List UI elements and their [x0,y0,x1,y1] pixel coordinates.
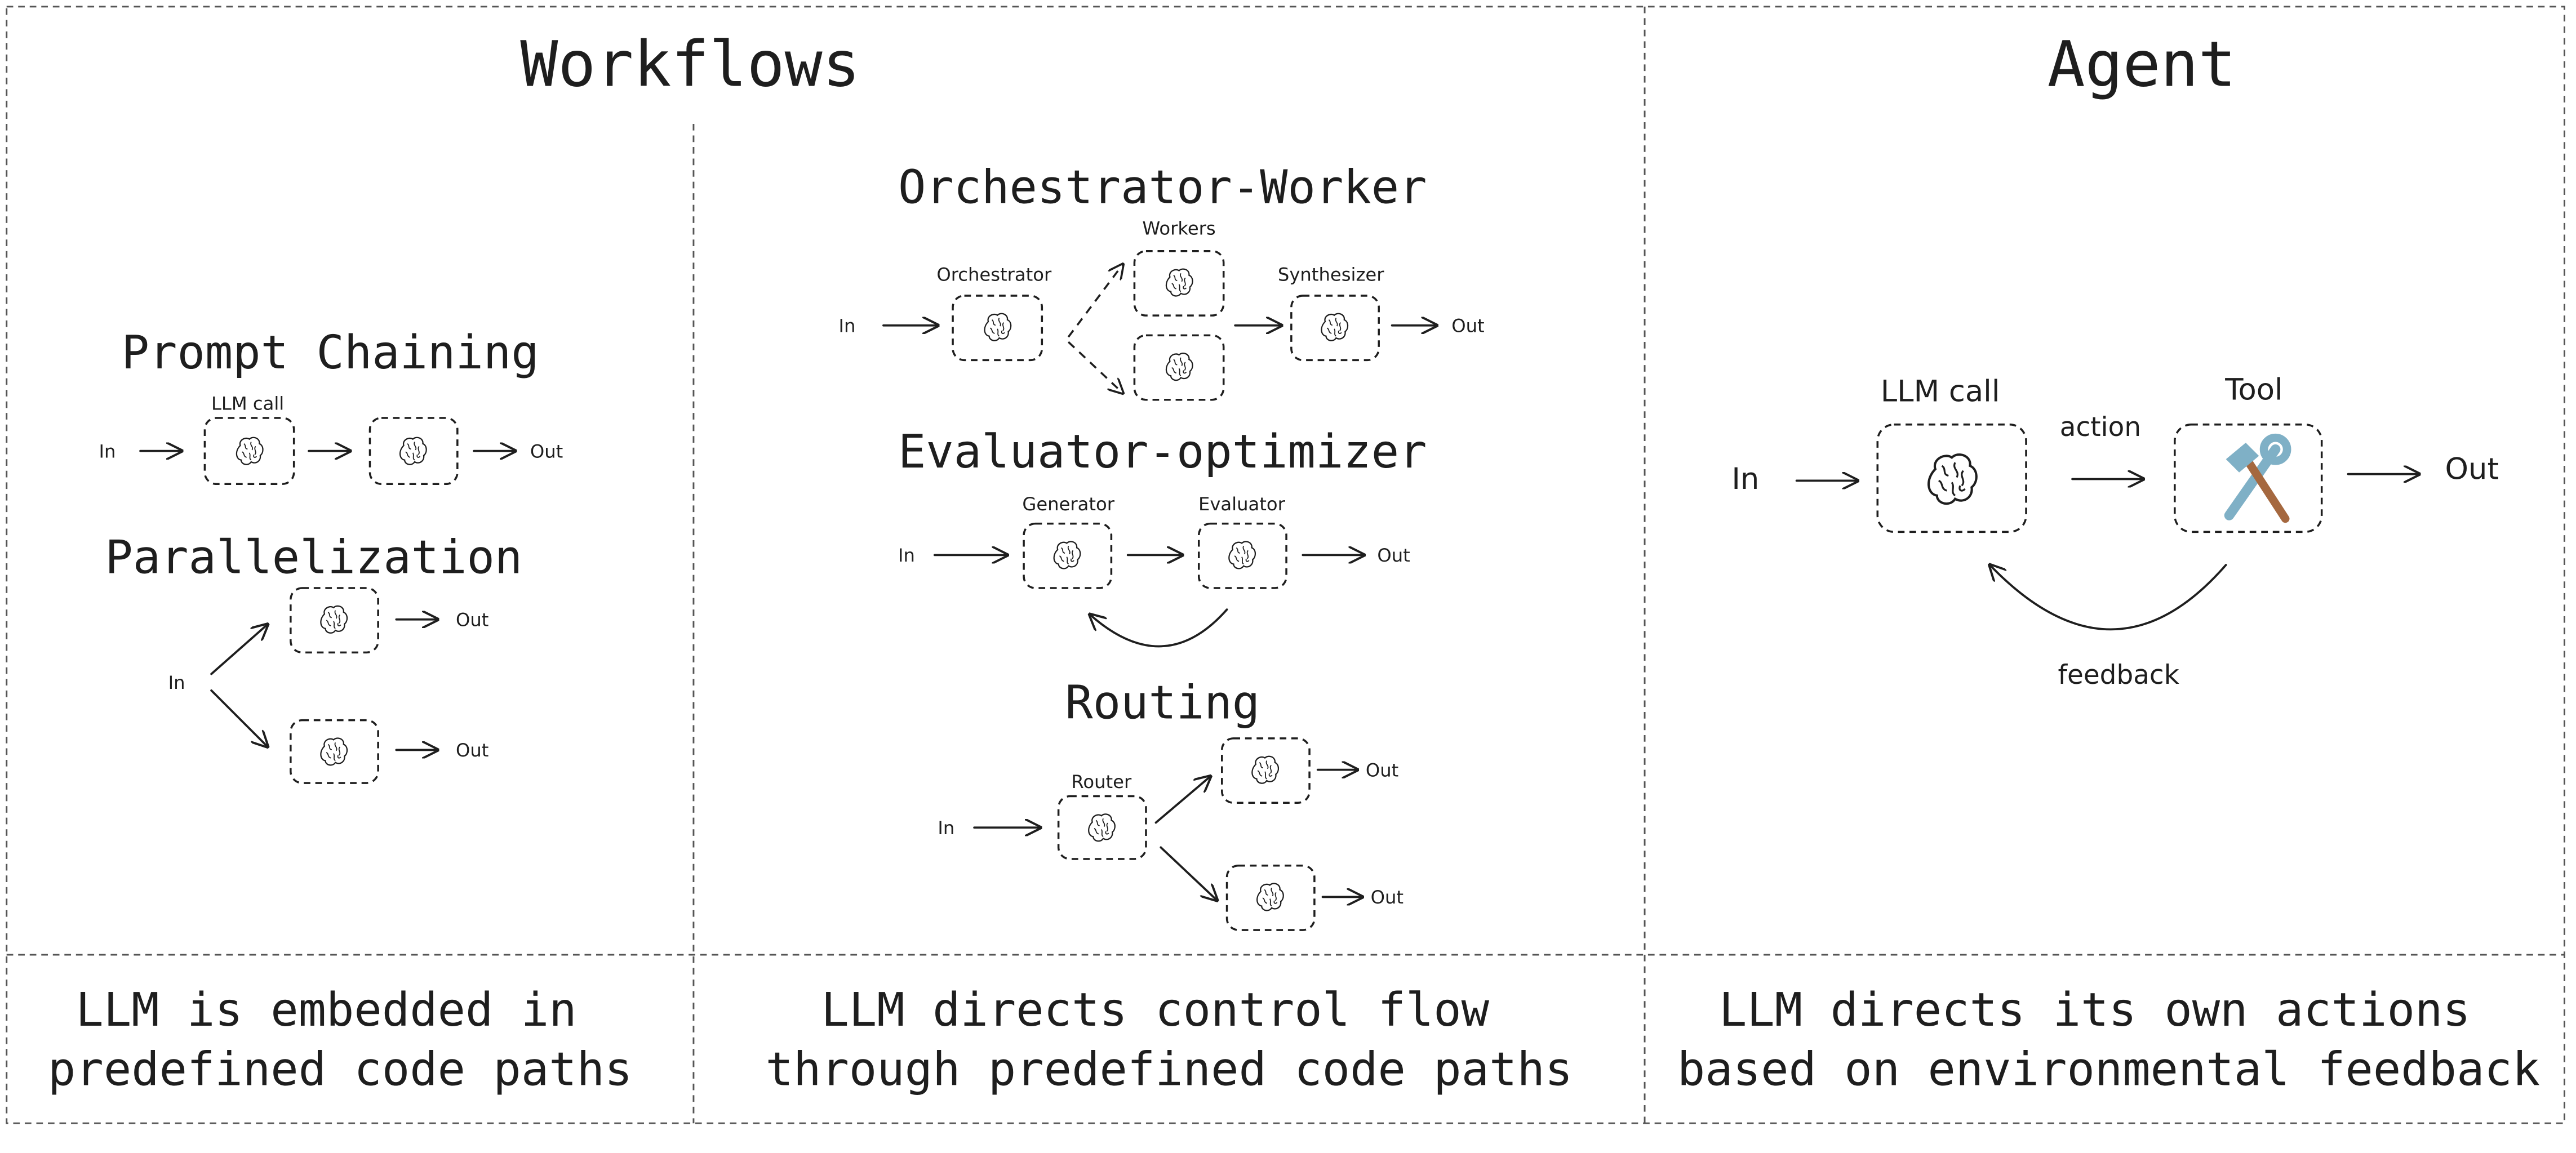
in-label: In [99,440,116,462]
out-label: Out [456,609,488,630]
arrow [210,625,268,675]
workers-label: Workers [1142,217,1215,239]
route-box [1221,737,1311,804]
caption-embedded: LLM is embedded in predefined code paths [48,983,632,1097]
llm-box [1876,423,2027,533]
synthesizer-label: Synthesizer [1278,264,1384,286]
outer-frame [6,6,2565,1124]
prompt-chaining-diagram: Prompt Chaining LLM call In Out [99,326,563,486]
feedback-arrow [1990,565,2227,631]
dashed-arrow [1067,264,1123,338]
caption-line: LLM directs control flow [821,983,1489,1037]
out-label: Out [530,440,563,462]
arrow [210,689,268,747]
brain-icon [1256,883,1284,911]
llm-call-label: LLM call [1881,375,2000,409]
tool-box [2174,423,2323,533]
brain-icon [1053,541,1081,569]
caption-line: based on environmental feedback [1677,1043,2540,1097]
in-label: In [1731,462,1759,496]
out-label: Out [1377,545,1410,566]
caption-line: through predefined code paths [766,1043,1573,1097]
caption-agent: LLM directs its own actions based on env… [1677,983,2540,1097]
router-label: Router [1071,771,1132,793]
in-label: In [168,672,185,693]
action-label: action [2060,412,2141,443]
brain-icon [320,737,348,766]
workflows-header: Workflows [520,28,860,101]
brain-icon [1087,813,1116,842]
parallelization-diagram: Parallelization In Out Out [105,531,522,784]
llm-box [368,417,459,486]
out-label: Out [1366,759,1398,781]
arrow [1154,776,1211,824]
orchestrator-worker-title: Orchestrator-Worker [898,161,1427,215]
route-box [1225,864,1316,931]
feedback-loop-arrow [1090,608,1228,648]
llm-call-label: LLM call [211,393,284,414]
arrow [1160,846,1217,900]
synthesizer-box [1290,295,1380,362]
routing-title: Routing [1065,676,1260,730]
agent-diagram: In LLM call action Tool Out feedback [1731,373,2499,691]
brain-icon [984,313,1012,341]
in-label: In [839,315,856,336]
worker-box [1133,250,1225,317]
worker-box [1133,334,1225,401]
out-label: Out [1371,887,1404,908]
llm-box [203,417,295,486]
hammer-wrench-icon [2224,433,2291,523]
brain-icon [1165,268,1193,297]
brain-icon [1165,352,1193,381]
brain-icon [1228,541,1256,569]
orchestrator-worker-diagram: Orchestrator-Worker Orchestrator Workers… [839,161,1485,401]
agent-header: Agent [2048,28,2236,101]
caption-line: LLM is embedded in [75,983,576,1037]
generator-label: Generator [1022,493,1114,515]
routing-diagram: Routing Router In Out Out [938,676,1404,931]
brain-icon [1321,313,1349,341]
evaluator-box [1197,522,1287,589]
evaluator-optimizer-diagram: Evaluator-optimizer Generator Evaluator … [898,425,1427,648]
brain-icon [236,437,264,465]
brain-icon [1251,755,1280,784]
in-label: In [898,545,915,566]
brain-icon [399,437,427,465]
orchestrator-label: Orchestrator [936,264,1052,286]
orchestrator-box [952,295,1043,362]
prompt-chaining-title: Prompt Chaining [122,326,539,380]
caption-line: predefined code paths [48,1043,632,1097]
generator-box [1023,522,1113,589]
caption-line: LLM directs its own actions [1719,983,2471,1037]
out-label: Out [456,740,488,761]
llm-box [290,587,379,654]
feedback-label: feedback [2058,660,2180,691]
tool-label: Tool [2224,373,2282,407]
out-label: Out [1451,315,1484,336]
in-label: In [938,817,954,839]
evaluator-optimizer-title: Evaluator-optimizer [898,425,1427,479]
caption-control-flow: LLM directs control flow through predefi… [766,983,1573,1097]
brain-icon [320,605,348,634]
out-label: Out [2445,452,2499,486]
evaluator-label: Evaluator [1198,493,1286,515]
brain-icon [1929,455,1977,504]
parallelization-title: Parallelization [105,531,522,585]
dashed-arrow [1068,341,1123,393]
